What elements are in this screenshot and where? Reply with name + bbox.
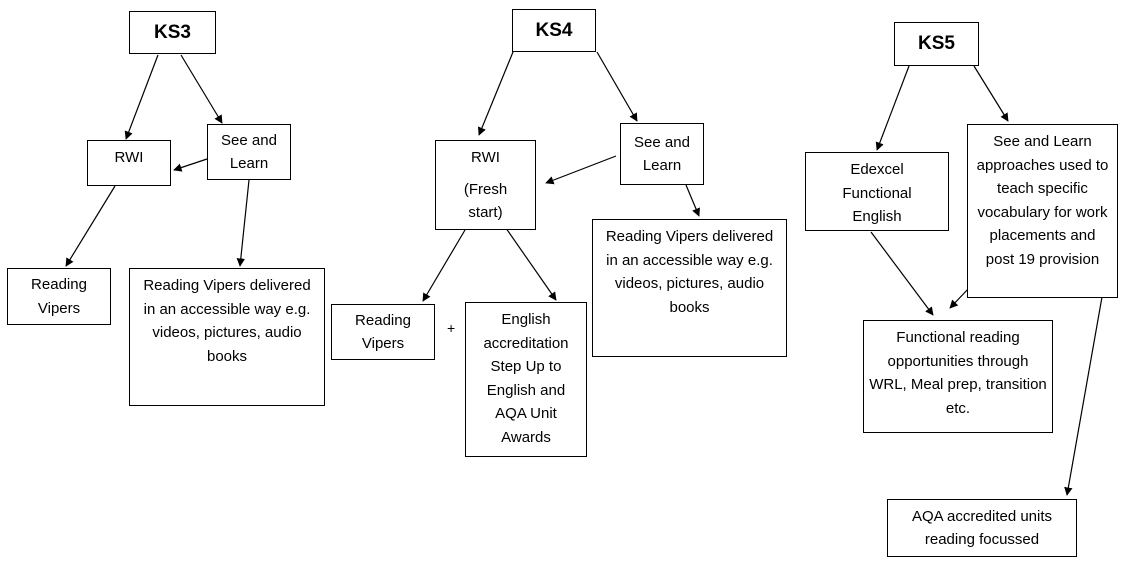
arrow-see-learn-to-rwi <box>545 155 617 185</box>
ks5-aqa-units-box: AQA accredited units reading focussed <box>887 499 1077 557</box>
ks3-reading-vipers-accessible-box: Reading Vipers delivered in an accessibl… <box>129 268 325 406</box>
arrow-see-learn-to-functional-reading <box>949 286 971 309</box>
ks4-title: KS4 <box>512 9 596 52</box>
ks4-rwi-content: RWI (Fresh start) <box>463 149 508 221</box>
ks4-see-learn-box: See and Learn <box>620 123 704 185</box>
arrow-ks4-to-see-learn <box>596 51 638 122</box>
arrow-see-learn-to-reading-vipers-accessible <box>685 184 700 217</box>
arrow-ks3-to-rwi <box>124 54 159 140</box>
ks3-title: KS3 <box>129 11 216 54</box>
ks5-edexcel-box: Edexcel Functional English <box>805 152 949 231</box>
ks4-plus-sign: + <box>447 320 456 336</box>
arrow-see-learn-to-rwi <box>173 158 208 172</box>
ks4-reading-vipers-box: Reading Vipers <box>331 304 435 360</box>
arrow-ks4-to-rwi <box>477 51 514 136</box>
ks5-see-learn-vocab-box: See and Learn approaches used to teach s… <box>967 124 1118 298</box>
arrow-see-learn-to-reading-vipers-accessible <box>236 179 250 267</box>
ks3-see-learn-box: See and Learn <box>207 124 291 180</box>
ks3-rwi-box: RWI <box>87 140 171 186</box>
arrow-rwi-to-reading-vipers <box>422 229 466 302</box>
arrow-see-learn-to-aqa-units <box>1064 296 1103 496</box>
arrow-rwi-to-reading-vipers <box>65 185 116 267</box>
arrow-ks5-to-see-learn <box>973 65 1009 122</box>
ks3-reading-vipers-box: Reading Vipers <box>7 268 111 325</box>
ks4-reading-vipers-accessible-box: Reading Vipers delivered in an accessibl… <box>592 219 787 357</box>
ks5-functional-reading-box: Functional reading opportunities through… <box>863 320 1053 433</box>
arrow-edexcel-to-functional-reading <box>870 231 934 316</box>
ks5-title: KS5 <box>894 22 979 66</box>
ks4-english-accreditation-box: English accreditation Step Up to English… <box>465 302 587 457</box>
arrow-rwi-to-english-accreditation <box>500 220 557 301</box>
arrow-ks3-to-see-learn <box>180 54 223 124</box>
arrow-ks5-to-edexcel <box>875 65 910 151</box>
ks4-rwi-box: RWI (Fresh start) <box>435 140 536 230</box>
